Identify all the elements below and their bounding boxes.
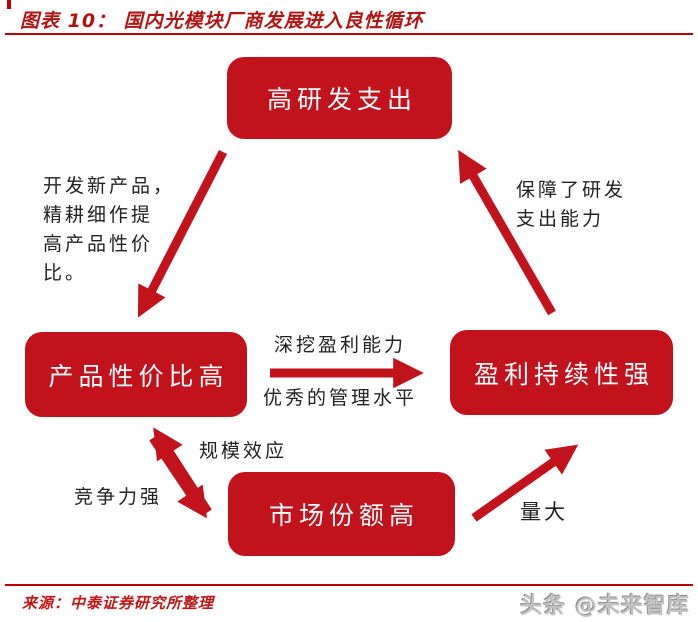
figure-title: 图表 10： 国内光模块厂商发展进入良性循环 bbox=[20, 10, 424, 32]
node-high-rd-spend-label: 高研发支出 bbox=[266, 85, 417, 114]
title-underline bbox=[5, 33, 693, 35]
edge-label-scale-effect: 规模效应 bbox=[199, 440, 288, 462]
node-profit-sustainability: 盈利持续性强 bbox=[450, 330, 673, 415]
node-cost-performance: 产品性价比高 bbox=[25, 332, 247, 417]
node-market-share-label: 市场份额高 bbox=[268, 501, 419, 530]
edge-label-competitiveness: 竞争力强 bbox=[74, 486, 163, 508]
edge-label-guarantee-rd: 保障了研发 支出能力 bbox=[516, 179, 627, 230]
edge-label-develop-new-products: 开发新产品， 精耕细作提 高产品性价 比。 bbox=[43, 175, 176, 284]
edge-label-management: 优秀的管理水平 bbox=[263, 387, 418, 409]
node-market-share: 市场份额高 bbox=[228, 472, 455, 556]
node-profit-sustainability-label: 盈利持续性强 bbox=[473, 359, 654, 389]
watermark: 头条 @未来智库 bbox=[520, 594, 690, 619]
source-note: 来源：中泰证券研究所整理 bbox=[22, 594, 215, 612]
page-edge-mark bbox=[7, 0, 11, 9]
node-cost-performance-label: 产品性价比高 bbox=[48, 361, 229, 391]
edge-label-deep-profit: 深挖盈利能力 bbox=[274, 334, 407, 356]
footer-rule bbox=[5, 584, 693, 586]
node-high-rd-spend: 高研发支出 bbox=[227, 57, 452, 139]
edge-label-volume: 量大 bbox=[520, 500, 568, 524]
